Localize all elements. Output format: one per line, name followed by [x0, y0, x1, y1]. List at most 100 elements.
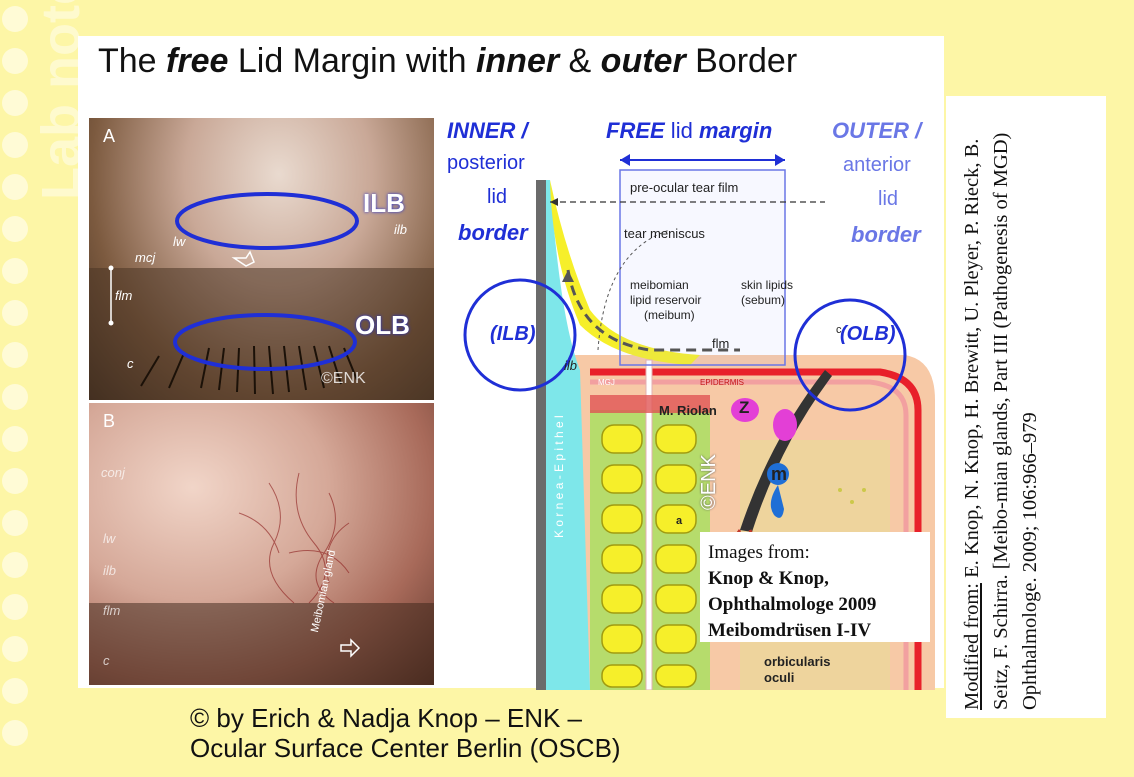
ilb-label: ILB [363, 188, 405, 218]
binder-hole [2, 594, 28, 620]
ilb-diagram-label: ilb [564, 358, 578, 373]
outer-sub1: anterior [843, 154, 911, 176]
meibomian-duct [645, 359, 653, 690]
source-citation: Images from: Knop & Knop, Ophthalmologe … [708, 540, 876, 644]
photo-b-label: B [103, 411, 116, 431]
outer-sub3: border [851, 222, 921, 247]
olb-label: OLB [355, 310, 410, 340]
reference-text: Modified from: E. Knop, N. Knop, H. Brew… [958, 90, 1045, 710]
copyright-credit: © by Erich & Nadja Knop – ENK – Ocular S… [190, 703, 621, 763]
binder-hole [2, 216, 28, 242]
epidermis-label: EPIDERMIS [700, 378, 745, 387]
ilb-circle-label: (ILB) [490, 323, 536, 345]
zeiss-label: Z [739, 398, 750, 417]
cornea-epithelium-label: K o r n e a - E p i t h e l [552, 415, 566, 538]
binder-hole [2, 132, 28, 158]
credit-line: Ocular Surface Center Berlin (OSCB) [190, 733, 621, 763]
eyelash [740, 370, 832, 532]
outer-border-title: OUTER / [832, 118, 922, 143]
binder-hole [2, 174, 28, 200]
tear-meniscus-label: tear meniscus [624, 226, 705, 241]
free-margin-title: FREE lid margin [606, 118, 773, 143]
binder-hole [2, 48, 28, 74]
binder-hole [2, 6, 28, 32]
moll-label: m [771, 464, 788, 484]
binder-hole [2, 426, 28, 452]
title-text: Border [685, 42, 798, 80]
c-diagram-label: c [836, 324, 842, 336]
reference-lead: Modified from: [961, 583, 983, 710]
photo-b-meibomian: B conj lw ilb flm c Meibomian gland [89, 403, 434, 685]
source-box [700, 532, 930, 642]
epidermis-band [590, 368, 922, 690]
free-margin-box [619, 169, 786, 366]
olb-circle [793, 298, 907, 412]
olb-circle-label: (OLB) [840, 323, 896, 345]
mgj-label: MGJ [598, 378, 615, 387]
riolan-label: M. Riolan [659, 403, 717, 418]
conj-label: conj [101, 465, 125, 480]
ilb-circle [463, 278, 577, 392]
outer-sub2: lid [878, 188, 899, 210]
reference-panel [946, 96, 1106, 718]
inner-sub2: lid [487, 186, 508, 208]
inner-border-title: INNER / [447, 118, 528, 143]
lw-label: lw [173, 234, 186, 249]
cornea-epithelium [536, 180, 546, 690]
photo-a-overlay [89, 192, 434, 400]
binder-hole [2, 636, 28, 662]
zeiss-gland [731, 398, 759, 422]
binder-hole [2, 384, 28, 410]
ilb-label-b: ilb [103, 563, 117, 578]
binder-hole [2, 510, 28, 536]
sebum-label: skin lipids(sebum) [741, 278, 794, 307]
source-line: Images from: [708, 542, 810, 563]
flm-label-b: flm [103, 603, 121, 618]
flm-label: flm [115, 288, 133, 303]
mcj-label: mcj [135, 250, 156, 265]
c-label: c [127, 356, 134, 371]
photo-a-label: A [103, 126, 116, 146]
enk-watermark: ©ENK [698, 454, 720, 510]
inner-sub1: posterior [447, 152, 525, 174]
title-free: free [166, 42, 229, 80]
binder-hole [2, 468, 28, 494]
meibomian-acini [601, 424, 697, 688]
c-label-b: c [103, 653, 110, 668]
photo-a-copyright: ©ENK [321, 370, 366, 387]
title-text: The [98, 42, 167, 80]
inner-sub3: border [458, 220, 528, 245]
title-text: & [559, 42, 601, 80]
binder-hole [2, 342, 28, 368]
photo-b-overlay [89, 472, 434, 685]
binder-hole [2, 720, 28, 746]
moll-gland [767, 463, 789, 485]
lw-label-b: lw [103, 531, 116, 546]
riolan-muscle [590, 395, 710, 413]
page-title: The free Lid Margin with inner & outer B… [98, 42, 797, 81]
title-text: Lid Margin with [228, 42, 476, 80]
binder-holes [0, 0, 40, 777]
conjunctiva [538, 180, 590, 690]
credit-line: © by Erich & Nadja Knop – ENK – [190, 703, 583, 733]
acinus-label: a [676, 515, 683, 527]
lid-margin-schematic [463, 154, 935, 690]
source-line: Ophthalmologe 2009 [708, 594, 877, 615]
side-watermark: Lab notes [31, 0, 91, 200]
tear-film-label: pre-ocular tear film [630, 180, 739, 195]
title-outer: outer [600, 42, 686, 80]
binder-hole [2, 258, 28, 284]
photo-a-lid-margin: A ILB OLB ilb lw mcj flm c ©ENK [89, 118, 434, 400]
title-inner: inner [475, 42, 560, 80]
source-line: Knop & Knop, [708, 568, 829, 589]
lipid-flow-arrow [566, 269, 740, 352]
flm-diagram-label: flm [712, 336, 730, 351]
binder-hole [2, 90, 28, 116]
source-line: Meibomdrüsen I-IV [708, 620, 872, 641]
binder-hole [2, 552, 28, 578]
binder-hole [2, 300, 28, 326]
ilb-small-label: ilb [394, 222, 408, 237]
binder-hole [2, 678, 28, 704]
